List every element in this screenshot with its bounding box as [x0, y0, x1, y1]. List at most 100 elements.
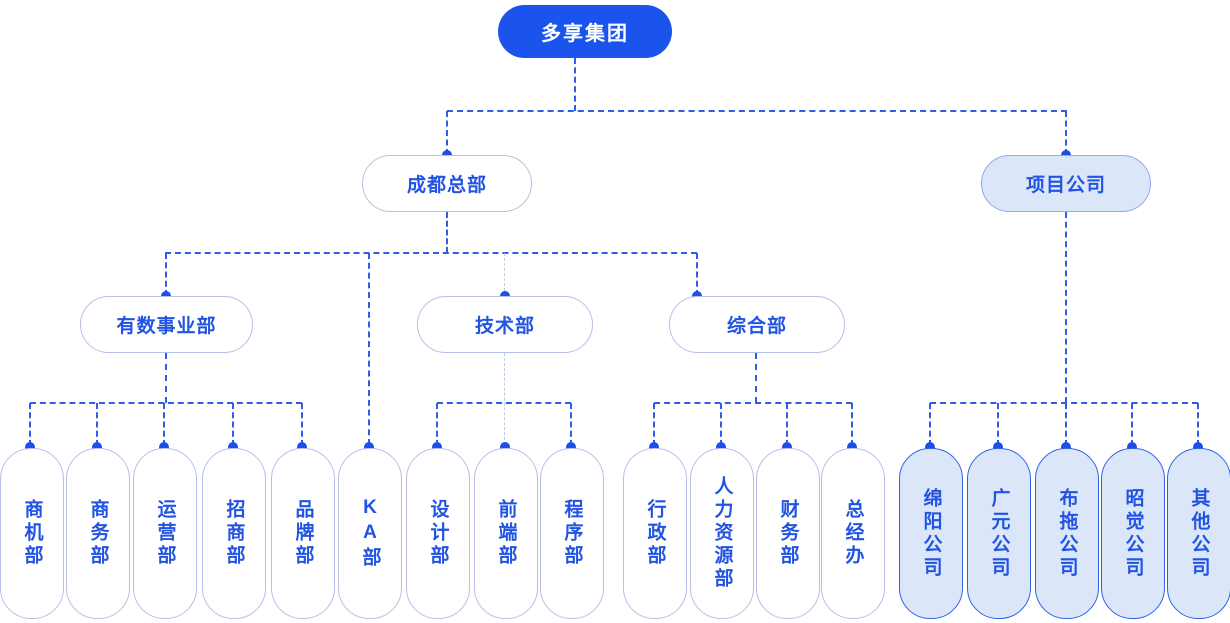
branch-node-label: 成都总部: [406, 175, 487, 196]
dept-node-label: 技术部: [474, 316, 535, 337]
leaf-node-label: 财务部: [777, 499, 799, 568]
connector-line: [570, 403, 572, 446]
connector-dot: [782, 442, 792, 452]
connector-line: [653, 403, 655, 446]
connector-line: [301, 403, 303, 446]
connector-line: [1131, 403, 1133, 446]
connector-line: [851, 403, 853, 446]
connector-line: [368, 253, 370, 445]
leaf-node[interactable]: 商务部: [66, 448, 130, 619]
leaf-node-company[interactable]: 其他公司: [1167, 448, 1230, 619]
leaf-node[interactable]: 运营部: [133, 448, 197, 619]
connector-line: [446, 111, 448, 155]
connector-dot: [716, 442, 726, 452]
connector-line: [504, 253, 505, 296]
connector-dot: [364, 442, 374, 452]
leaf-node[interactable]: 设计部: [406, 448, 470, 619]
connector-dot: [228, 442, 238, 452]
connector-line: [755, 353, 757, 403]
connector-dot: [925, 442, 935, 452]
leaf-node-label: KA部: [359, 497, 381, 570]
leaf-node-label: 布拖公司: [1056, 487, 1078, 580]
connector-dot: [566, 442, 576, 452]
connector-dot: [297, 442, 307, 452]
dept-node-youshu[interactable]: 有数事业部: [80, 296, 253, 353]
leaf-node-label: 广元公司: [988, 487, 1010, 580]
connector-line: [929, 403, 931, 446]
leaf-node[interactable]: 程序部: [540, 448, 604, 619]
leaf-node-label: 行政部: [644, 499, 666, 568]
connector-line: [997, 403, 999, 446]
connector-line: [1065, 111, 1067, 155]
leaf-node[interactable]: KA部: [338, 448, 402, 619]
connector-line: [654, 402, 852, 404]
branch-node-label: 项目公司: [1025, 175, 1106, 196]
connector-line: [30, 402, 302, 404]
dept-node-tech[interactable]: 技术部: [417, 296, 593, 353]
connector-line: [930, 402, 1198, 404]
leaf-node-label: 程序部: [561, 499, 583, 568]
connector-line: [165, 253, 167, 296]
connector-line: [437, 402, 571, 404]
connector-dot: [159, 442, 169, 452]
connector-line: [696, 253, 698, 296]
leaf-node-company[interactable]: 绵阳公司: [899, 448, 963, 619]
leaf-node-label: 昭觉公司: [1122, 487, 1144, 580]
connector-line: [165, 353, 167, 403]
leaf-node-label: 总经办: [842, 499, 864, 568]
leaf-node-label: 设计部: [427, 499, 449, 568]
connector-dot: [25, 442, 35, 452]
root-node-label: 多享集团: [541, 23, 629, 45]
connector-line: [232, 403, 234, 446]
connector-line: [165, 252, 697, 254]
connector-dot: [993, 442, 1003, 452]
connector-dot: [1127, 442, 1137, 452]
leaf-node[interactable]: 总经办: [821, 448, 885, 619]
connector-line: [447, 110, 1067, 112]
leaf-node-label: 绵阳公司: [920, 487, 942, 580]
leaf-node[interactable]: 人力资源部: [690, 448, 754, 619]
leaf-node[interactable]: 商机部: [0, 448, 64, 619]
dept-node-label: 有数事业部: [116, 316, 217, 337]
root-node-group[interactable]: 多享集团: [498, 5, 672, 58]
leaf-node[interactable]: 财务部: [756, 448, 820, 619]
leaf-node[interactable]: 品牌部: [271, 448, 335, 619]
leaf-node-label: 人力资源部: [711, 476, 733, 591]
connector-dot: [500, 442, 510, 452]
leaf-node-label: 运营部: [154, 499, 176, 568]
dept-node-label: 综合部: [726, 316, 787, 337]
leaf-node-label: 前端部: [495, 499, 517, 568]
branch-node-project-company[interactable]: 项目公司: [981, 155, 1151, 212]
connector-dot: [649, 442, 659, 452]
connector-line: [720, 403, 722, 446]
connector-line: [504, 353, 505, 445]
leaf-node-label: 品牌部: [292, 499, 314, 568]
leaf-node-company[interactable]: 昭觉公司: [1101, 448, 1165, 619]
connector-line: [1065, 212, 1067, 403]
branch-node-chengdu-hq[interactable]: 成都总部: [362, 155, 532, 212]
connector-line: [29, 403, 31, 446]
leaf-node-label: 商务部: [87, 499, 109, 568]
leaf-node-label: 其他公司: [1188, 487, 1210, 580]
leaf-node-company[interactable]: 广元公司: [967, 448, 1031, 619]
connector-line: [1197, 403, 1199, 446]
connector-dot: [1193, 442, 1203, 452]
connector-line: [786, 403, 788, 446]
connector-dot: [432, 442, 442, 452]
connector-line: [436, 403, 438, 446]
connector-line: [163, 403, 165, 446]
dept-node-general[interactable]: 综合部: [669, 296, 845, 353]
connector-line: [574, 58, 576, 111]
leaf-node-label: 商机部: [21, 499, 43, 568]
connector-dot: [1061, 442, 1071, 452]
leaf-node-company[interactable]: 布拖公司: [1035, 448, 1099, 619]
leaf-node[interactable]: 行政部: [623, 448, 687, 619]
leaf-node[interactable]: 前端部: [474, 448, 538, 619]
leaf-node[interactable]: 招商部: [202, 448, 266, 619]
connector-dot: [92, 442, 102, 452]
connector-dot: [847, 442, 857, 452]
leaf-node-label: 招商部: [223, 499, 245, 568]
connector-line: [446, 212, 448, 253]
connector-line: [1065, 403, 1067, 446]
